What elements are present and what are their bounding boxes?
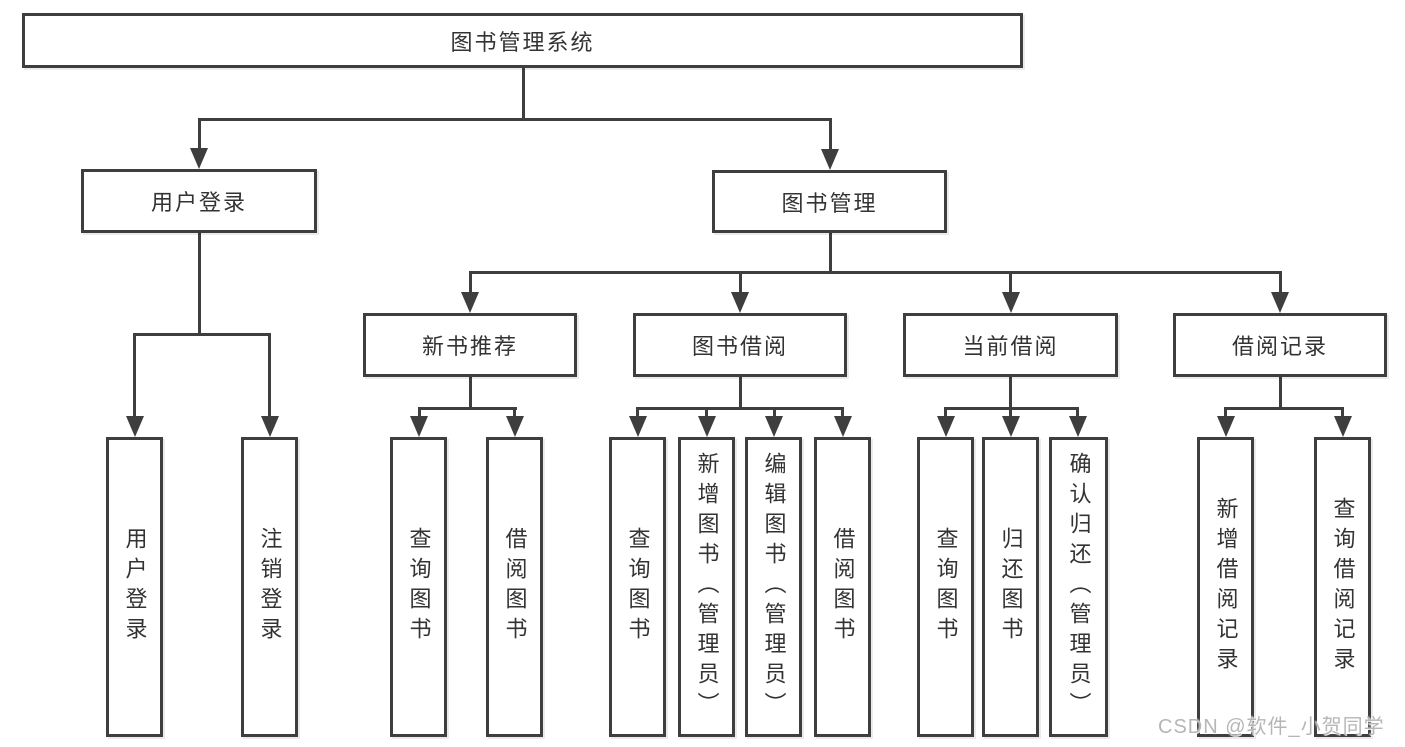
connector-line — [468, 271, 472, 294]
connector-line — [1224, 407, 1227, 418]
node-current-borrowing: 当前借阅 — [903, 313, 1118, 377]
connector-line — [772, 407, 776, 418]
node-borrow-records: 借阅记录 — [1173, 313, 1387, 377]
arrow-down-icon — [1271, 292, 1289, 313]
connector-line — [417, 407, 421, 418]
connector-line — [841, 407, 844, 418]
connector-line — [133, 333, 271, 336]
arrow-down-icon — [1216, 416, 1235, 437]
leaf-label: 查询图书 — [406, 527, 432, 647]
connector-line — [513, 407, 516, 418]
arrow-down-icon — [821, 149, 839, 170]
arrow-down-icon — [410, 416, 428, 437]
node-book-management: 图书管理 — [712, 170, 947, 233]
leaf-logout: 注销登录 — [241, 437, 298, 737]
node-new-book-recommend: 新书推荐 — [363, 313, 577, 377]
leaf-label: 查询图书 — [933, 527, 959, 647]
leaf-label: 注销登录 — [257, 527, 283, 647]
connector-line — [1009, 271, 1012, 294]
connector-line — [468, 377, 472, 410]
connector-line — [738, 377, 742, 410]
leaf-nbr-query-books: 查询图书 — [390, 437, 447, 737]
arrow-down-icon — [833, 416, 852, 437]
leaf-bb-add-books-admin: 新增图书（管理员） — [678, 437, 735, 737]
leaf-label: 归还图书 — [998, 527, 1024, 647]
connector-line — [828, 233, 832, 274]
connector-line — [1224, 407, 1344, 410]
connector-line — [636, 407, 639, 418]
node-book-borrowing: 图书借阅 — [633, 313, 847, 377]
leaf-br-add-record: 新增借阅记录 — [1197, 437, 1254, 737]
leaf-label: 编辑图书（管理员） — [761, 452, 787, 722]
leaf-br-query-record: 查询借阅记录 — [1314, 437, 1371, 737]
leaf-bb-query-books: 查询图书 — [609, 437, 666, 737]
connector-line — [468, 271, 1282, 274]
leaf-label: 确认归还（管理员） — [1066, 452, 1092, 722]
connector-line — [1278, 271, 1282, 294]
connector-line — [197, 233, 201, 335]
arrow-down-icon — [731, 292, 749, 313]
leaf-label: 查询借阅记录 — [1330, 497, 1356, 677]
arrow-down-icon — [1068, 416, 1087, 437]
connector-line — [1278, 377, 1282, 410]
leaf-user-login: 用户登录 — [106, 437, 163, 737]
connector-line — [828, 118, 832, 151]
leaf-label: 新增图书（管理员） — [694, 452, 720, 722]
arrow-down-icon — [1001, 292, 1020, 313]
arrow-down-icon — [628, 416, 647, 437]
leaf-bb-edit-books-admin: 编辑图书（管理员） — [745, 437, 802, 737]
leaf-nbr-borrow-books: 借阅图书 — [486, 437, 543, 737]
connector-line — [268, 333, 271, 418]
leaf-label: 新增借阅记录 — [1213, 497, 1239, 677]
leaf-cb-query-books: 查询图书 — [917, 437, 974, 737]
connector-line — [1076, 407, 1079, 418]
arrow-down-icon — [936, 416, 955, 437]
arrow-down-icon — [125, 416, 144, 437]
node-library-management-system: 图书管理系统 — [22, 13, 1023, 68]
node-user-login: 用户登录 — [81, 169, 317, 233]
leaf-cb-return-books: 归还图书 — [982, 437, 1039, 737]
connector-line — [197, 118, 832, 121]
leaf-cb-confirm-return-admin: 确认归还（管理员） — [1049, 437, 1108, 737]
connector-line — [636, 407, 844, 410]
csdn-watermark: CSDN @软件_小贺同学 — [1158, 716, 1385, 738]
connector-line — [1009, 377, 1012, 410]
arrow-down-icon — [461, 292, 479, 313]
connector-line — [417, 407, 517, 410]
arrow-down-icon — [1333, 416, 1352, 437]
arrow-down-icon — [697, 416, 716, 437]
connector-line — [738, 271, 742, 294]
connector-line — [133, 333, 136, 418]
arrow-down-icon — [1001, 416, 1020, 437]
leaf-bb-borrow-books: 借阅图书 — [814, 437, 871, 737]
arrow-down-icon — [765, 416, 783, 437]
arrow-down-icon — [505, 416, 524, 437]
leaf-label: 借阅图书 — [502, 527, 528, 647]
connector-line — [705, 407, 708, 418]
leaf-label: 用户登录 — [122, 527, 148, 647]
connector-line — [197, 118, 201, 151]
connector-line — [1341, 407, 1344, 418]
leaf-label: 借阅图书 — [830, 527, 856, 647]
arrow-down-icon — [260, 416, 279, 437]
connector-line — [944, 407, 947, 418]
leaf-label: 查询图书 — [625, 527, 651, 647]
connector-line — [521, 68, 525, 121]
arrow-down-icon — [190, 148, 208, 169]
connector-line — [1009, 407, 1012, 418]
